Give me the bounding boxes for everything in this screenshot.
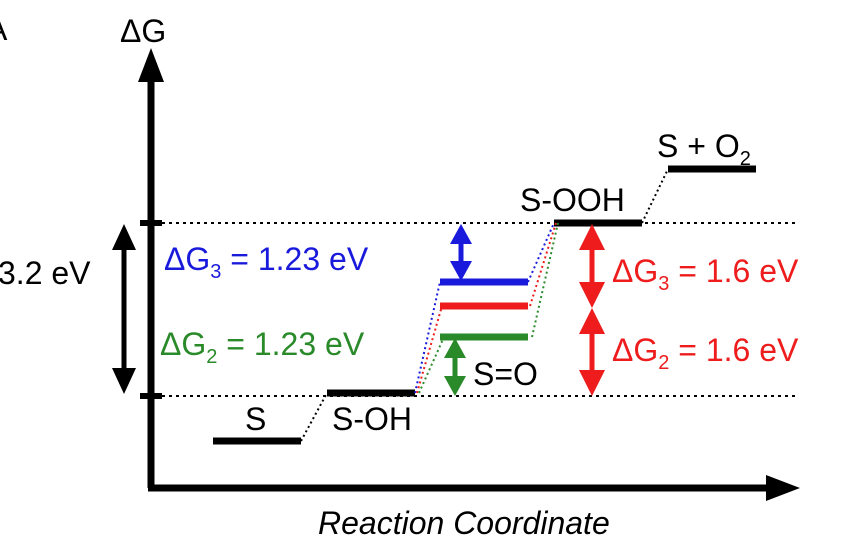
connectors [300, 168, 669, 442]
annotation-red-top: ΔG3 = 1.6 eV [612, 253, 799, 295]
state-label-s: S [245, 401, 266, 437]
state-label-s-o2: S + O2 [657, 128, 751, 170]
span-arrow [112, 224, 136, 394]
panel-letter: A [0, 11, 8, 47]
state-label-s-eq-o: S=O [473, 356, 538, 392]
red-double-arrow-bottom [579, 308, 605, 396]
red-double-arrow-top [579, 224, 605, 308]
green-double-arrow [444, 338, 466, 396]
x-axis-label: Reaction Coordinate [318, 505, 610, 541]
y-axis-arrowhead [138, 48, 164, 82]
axes [138, 48, 800, 501]
annotation-red-bottom: ΔG2 = 1.6 eV [612, 332, 799, 374]
annotation-green: ΔG2 = 1.23 eV [160, 326, 365, 368]
blue-double-arrow [450, 224, 472, 281]
span-label: 3.2 eV [0, 255, 91, 291]
y-axis-label: ΔG [120, 13, 166, 49]
x-axis-arrowhead [766, 475, 800, 501]
state-label-s-oh: S-OH [332, 401, 412, 437]
state-label-s-ooh: S-OOH [520, 182, 625, 218]
annotation-blue: ΔG3 = 1.23 eV [164, 241, 369, 283]
